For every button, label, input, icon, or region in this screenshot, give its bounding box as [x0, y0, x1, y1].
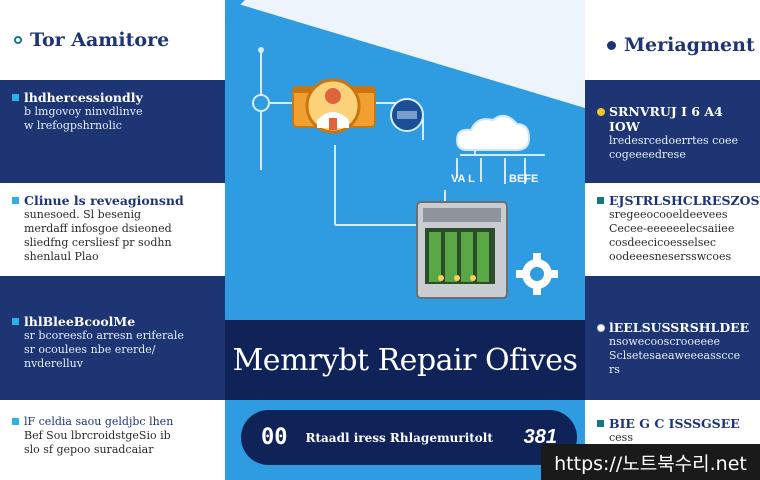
block-line: cosdeecicoesselsec [609, 236, 717, 249]
block-line: shenlaul Plao [24, 250, 99, 263]
watermark-bar: https://노트북수리.net [541, 444, 760, 480]
block-title: lhdhercessiondly [24, 90, 143, 105]
circle-bullet-icon [597, 324, 605, 332]
left-block-3: lhlBleeBcoolMe sr bcoreesfo arresn erife… [0, 276, 225, 400]
left-block-4: lF celdia saou geldjbc lhen Bef Sou lbrc… [0, 400, 225, 480]
right-panel: Meriagment SRNVRUJ I 6 A4 IOW lredesrced… [585, 0, 760, 480]
block-line: lredesrcedoerrtes coee [609, 134, 738, 147]
corner-fold-icon [585, 0, 615, 22]
small-label-right: BEFE [509, 173, 538, 185]
square-bullet-icon [12, 197, 19, 204]
node-circle-icon [252, 94, 270, 112]
block-line: Cecee-eeeeeelecsaiiee [609, 222, 735, 235]
left-block-1: lhdhercessiondly b lmgovoy ninvdlinve w … [0, 80, 225, 183]
block-line: oodeeesnesersswcoes [609, 250, 732, 263]
block-line: b lmgovoy ninvdlinve [24, 105, 143, 118]
block-title: Clinue ls reveagionsnd [24, 193, 184, 208]
block-title: lhlBleeBcoolMe [24, 314, 136, 329]
block-line: cogeeeedrese [609, 148, 686, 161]
right-header: Meriagment [585, 0, 760, 90]
right-block-1: SRNVRUJ I 6 A4 IOW lredesrcedoerrtes coe… [585, 80, 760, 183]
shield-badge-icon [390, 98, 424, 132]
block-title: BIE G C ISSSGSEE [609, 416, 740, 431]
right-block-3: lEELSUSSRSHLDEE nsowecooscrooeeee Sclset… [585, 276, 760, 400]
block-line: Bef Sou lbrcroidstgeSio ib [24, 429, 171, 442]
block-line: nvderelluv [24, 357, 83, 370]
square-bullet-icon [12, 94, 19, 101]
cloud-icon [455, 114, 531, 151]
diagonal-shape [225, 0, 585, 108]
center-panel: VA L BEFE Memrybt R [225, 0, 585, 480]
block-title: SRNVRUJ I 6 A4 IOW [609, 104, 723, 134]
block-line: sr ocoulees nbe ererde/ [24, 343, 156, 356]
block-line: w lrefogpshrnolic [24, 119, 122, 132]
block-title: lEELSUSSRSHLDEE [609, 320, 750, 335]
block-line: Sclsetesaeaweeeasscce [609, 349, 741, 362]
left-block-2: Clinue ls reveagionsnd sunesoed. Sl bese… [0, 183, 225, 276]
user-card-icon [292, 78, 376, 134]
left-header-text: Tor Aamitore [30, 29, 170, 51]
block-line: nsowecooscrooeeee [609, 335, 721, 348]
block-line: sr bcoreesfo arresn eriferale [24, 329, 184, 342]
left-header-band: Tor Aamitore [0, 0, 225, 80]
circle-bullet-icon [597, 108, 605, 116]
block-line: merdaff infosgoe dsieoned [24, 222, 172, 235]
block-line: sunesoed. Sl besenig [24, 208, 142, 221]
right-header-text: Meriagment [624, 34, 755, 56]
center-illustration: VA L BEFE [225, 0, 585, 299]
left-panel: Tor Aamitore lhdhercessiondly b lmgovoy … [0, 0, 225, 480]
header-dot-icon [14, 36, 22, 44]
left-header: Tor Aamitore [0, 0, 225, 80]
square-bullet-icon [12, 418, 19, 425]
pill-text: Rtaadl iress Rhlagemuritolt [305, 430, 493, 445]
block-line: rs [609, 363, 620, 376]
watermark-text: https://노트북수리.net [554, 452, 747, 475]
main-title: Memrybt Repair Ofives [232, 342, 578, 378]
pill-badge: 381 [523, 426, 557, 448]
block-title: lF celdia saou geldjbc lhen [24, 415, 174, 428]
pill-number: 00 [261, 425, 288, 450]
square-bullet-icon [597, 420, 604, 427]
memory-module-icon [416, 201, 508, 299]
block-line: slo sf gepoo suradcaiar [24, 443, 154, 456]
square-bullet-icon [12, 318, 19, 325]
block-line: sregeeocooeldeevees [609, 208, 728, 221]
header-dot-icon [607, 40, 616, 50]
right-block-2: EJSTRLSHCLRESZOSY sregeeocooeldeevees Ce… [585, 183, 760, 276]
block-line: sliedfng cersliesf pr sodhn [24, 236, 172, 249]
title-band: Memrybt Repair Ofives [225, 320, 585, 400]
small-label-left: VA L [451, 173, 475, 185]
info-pill[interactable]: 00 Rtaadl iress Rhlagemuritolt 381 [241, 410, 577, 465]
square-bullet-icon [597, 197, 604, 204]
block-title: EJSTRLSHCLRESZOSY [609, 193, 760, 208]
gear-icon [516, 253, 558, 295]
